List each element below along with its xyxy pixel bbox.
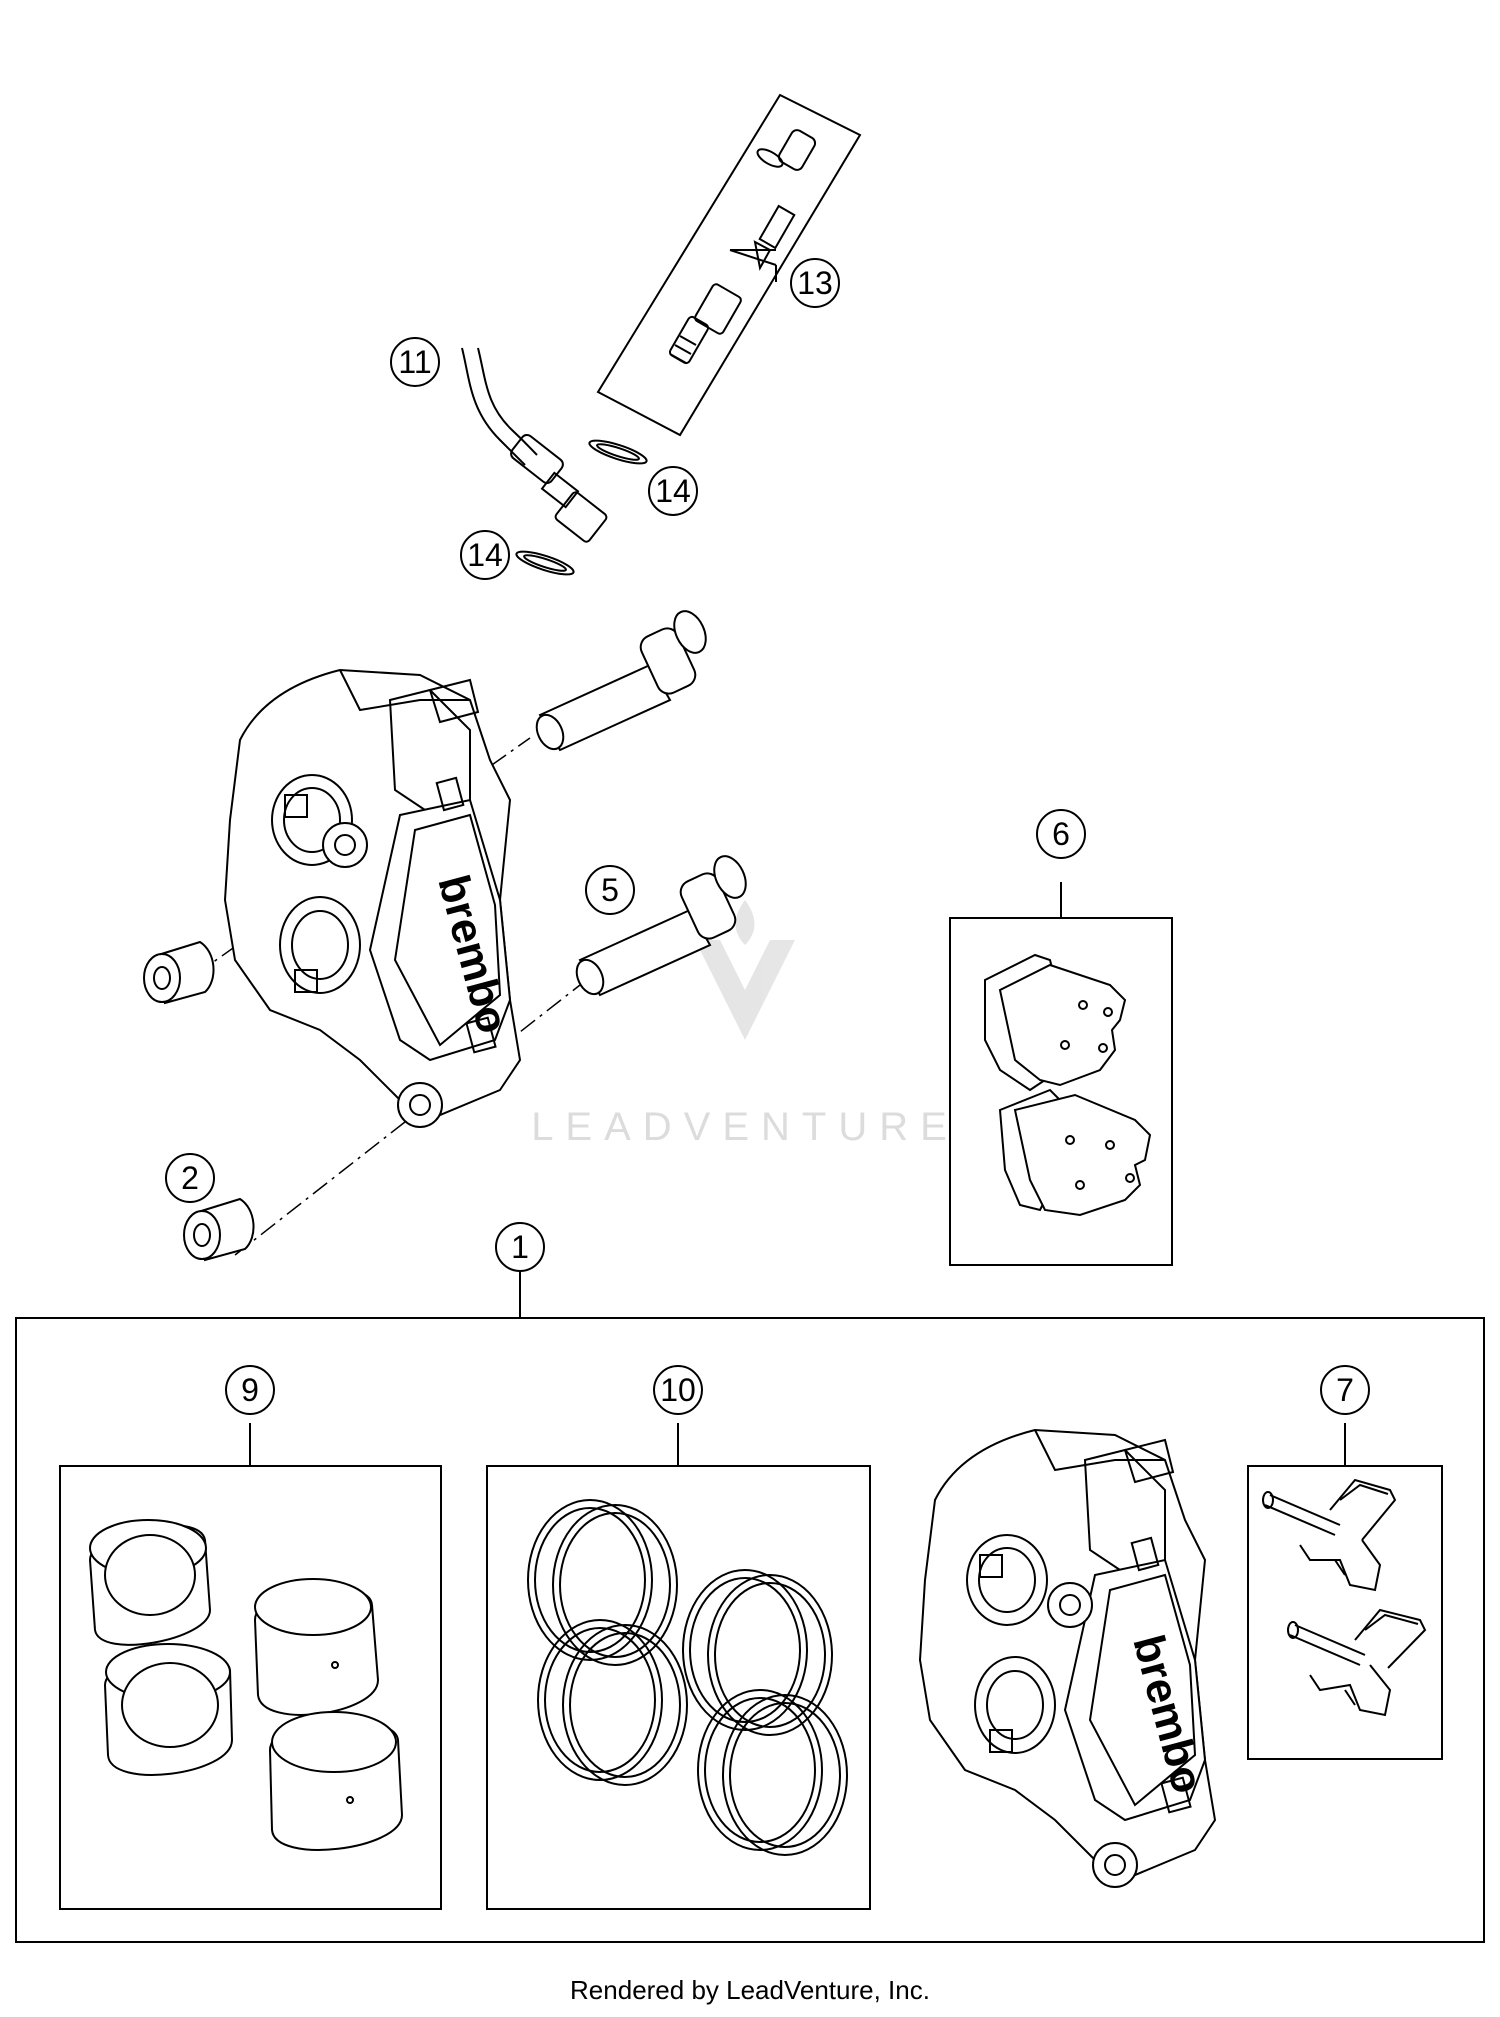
watermark-text: LEADVENTURE <box>531 1105 959 1149</box>
callout-circle-1 <box>495 1222 545 1272</box>
watermark: LEADVENTURE <box>531 900 959 1149</box>
callout-circle-11 <box>390 337 440 387</box>
part-9-pistons <box>59 1423 442 1910</box>
callout-circle-14b <box>460 530 510 580</box>
part-5-guide-pins <box>535 610 747 997</box>
callout-label-6: 6 <box>1052 816 1070 852</box>
lower-caliper-body <box>918 1428 1217 1888</box>
callout-label-13: 13 <box>797 265 833 301</box>
part-1-caliper-assembly-box <box>15 1317 1485 1943</box>
upper-caliper-body <box>223 668 522 1128</box>
callout-circle-14a <box>648 466 698 516</box>
callout-label-14a: 14 <box>655 473 691 509</box>
callout-label-2: 2 <box>181 1160 199 1196</box>
footer-credit: Rendered by LeadVenture, Inc. <box>570 1975 930 2005</box>
callout-label-14b: 14 <box>467 537 503 573</box>
callout-circle-7 <box>1320 1365 1370 1415</box>
part-13-box <box>596 93 862 437</box>
callout-circle-10 <box>653 1365 703 1415</box>
callout-circle-13 <box>790 258 840 308</box>
callout-label-10: 10 <box>660 1372 696 1408</box>
callout-label-5: 5 <box>601 872 619 908</box>
callout-label-11: 11 <box>398 344 431 380</box>
callout-circle-6 <box>1036 809 1086 859</box>
part-2-bushings <box>143 940 255 1262</box>
callout-label-7: 7 <box>1336 1372 1354 1408</box>
part-6-brake-pads <box>949 882 1173 1266</box>
callouts <box>165 258 1370 1415</box>
callout-circle-5 <box>585 865 635 915</box>
part-11-brake-line <box>461 347 608 543</box>
part-10-seals <box>486 1423 871 1910</box>
callout-label-1: 1 <box>511 1229 529 1265</box>
callout-label-9: 9 <box>241 1372 259 1408</box>
callout-circle-9 <box>225 1365 275 1415</box>
part-13-bleeder-kit <box>596 93 862 437</box>
part-14-washers <box>515 439 648 576</box>
part-7-pins-clips <box>1247 1423 1443 1760</box>
callout-circle-2 <box>165 1153 215 1203</box>
callout-labels: 1 2 5 6 7 9 10 11 13 14 14 <box>181 265 1354 1408</box>
